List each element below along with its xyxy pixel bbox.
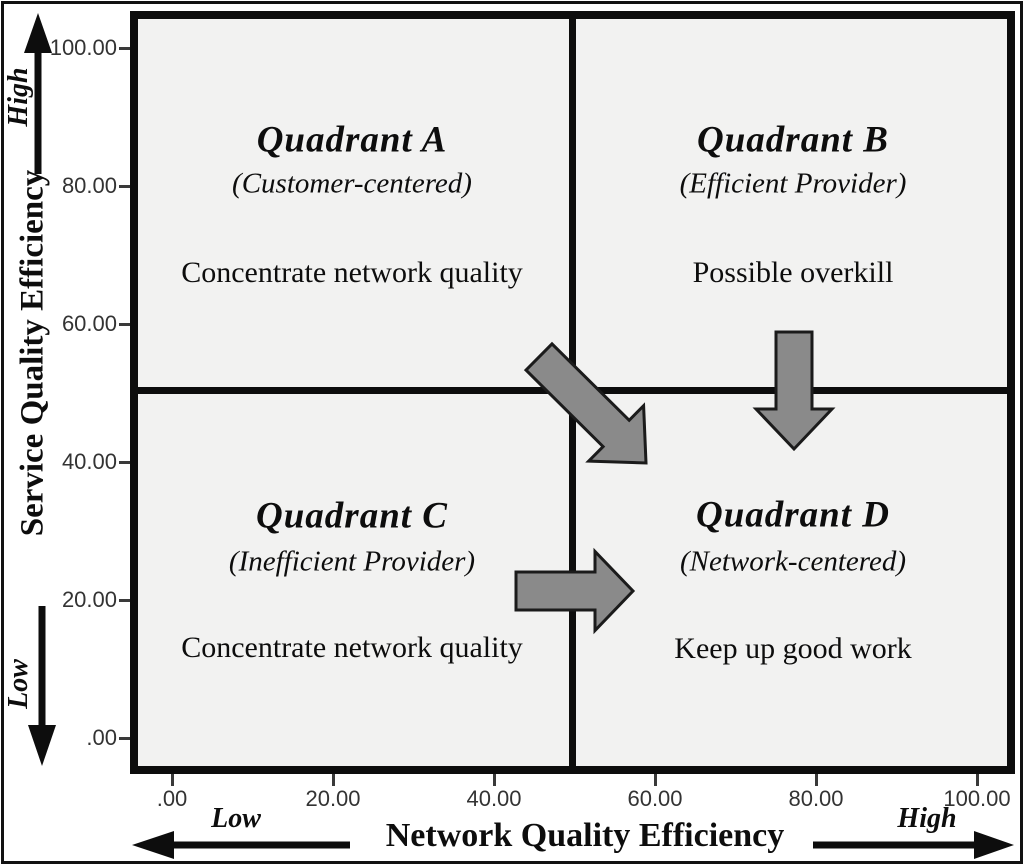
x-tick-mark xyxy=(332,774,335,786)
x-tick-label: 80.00 xyxy=(788,786,844,811)
quadrant-d-subtitle: (Network-centered) xyxy=(680,545,906,578)
x-tick-mark xyxy=(815,774,818,786)
quadrant-d-note: Keep up good work xyxy=(674,632,912,665)
quadrant-d-title: Quadrant D xyxy=(695,494,891,536)
y-tick-label: 20.00 xyxy=(61,587,117,612)
y-tick-mark xyxy=(119,599,130,602)
y-tick-mark xyxy=(119,461,130,464)
x-axis-right-arrow-head xyxy=(974,831,1014,859)
quadrant-c-note: Concentrate network quality xyxy=(181,631,523,664)
x-tick-label: 20.00 xyxy=(305,786,361,811)
x-axis-title: Network Quality Efficiency xyxy=(385,817,785,854)
x-tick-mark xyxy=(171,774,174,786)
y-tick-label: .00 xyxy=(86,725,117,750)
y-tick-mark xyxy=(119,737,130,740)
quadrant-a-note: Concentrate network quality xyxy=(181,256,523,289)
quadrant-a-title: Quadrant A xyxy=(256,119,448,161)
quadrant-a-subtitle: (Customer-centered) xyxy=(232,167,472,200)
x-tick-mark xyxy=(654,774,657,786)
quadrant-b-note: Possible overkill xyxy=(692,256,894,289)
x-tick-label: 100.00 xyxy=(943,786,1011,811)
x-tick-label: .00 xyxy=(156,786,188,811)
y-tick-mark xyxy=(119,47,130,50)
y-axis-low-label: Low xyxy=(3,659,34,709)
x-tick-label: 60.00 xyxy=(627,786,683,811)
y-tick-label: 40.00 xyxy=(61,449,117,474)
quadrant-b-title: Quadrant B xyxy=(697,119,889,161)
vertical-midline xyxy=(569,12,576,773)
y-axis-high-label: High xyxy=(3,67,34,127)
quadrant-c-title: Quadrant C xyxy=(256,495,448,537)
x-axis-high-label: High xyxy=(897,803,957,834)
y-tick-mark xyxy=(119,185,130,188)
y-tick-label: 100.00 xyxy=(49,35,117,60)
y-axis-title: Service Quality Efficiency xyxy=(14,169,51,537)
x-axis-left-arrow-head xyxy=(132,831,174,859)
x-tick-mark xyxy=(976,774,979,786)
y-tick-mark xyxy=(119,323,130,326)
x-tick-mark xyxy=(493,774,496,786)
x-tick-label: 40.00 xyxy=(466,786,522,811)
quadrant-b-subtitle: (Efficient Provider) xyxy=(679,167,907,200)
x-axis-low-label: Low xyxy=(211,803,261,834)
y-tick-label: 60.00 xyxy=(61,311,117,336)
quadrant-c-subtitle: (Inefficient Provider) xyxy=(228,545,476,578)
y-tick-label: 80.00 xyxy=(61,173,117,198)
